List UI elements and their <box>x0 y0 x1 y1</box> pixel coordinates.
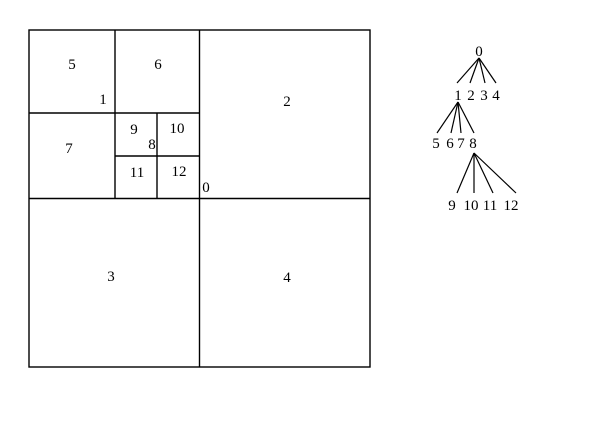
tree-node-4: 4 <box>492 88 500 104</box>
quadtree-label-4: 4 <box>283 270 291 286</box>
tree-edge-1-8 <box>457 101 475 134</box>
tree-edge-1-5 <box>436 101 459 134</box>
quadtree-label-5: 5 <box>68 57 76 73</box>
tree-node-11: 11 <box>483 198 497 214</box>
quadtree-label-6: 6 <box>154 57 162 73</box>
tree-edge-8-11 <box>473 152 494 194</box>
quadtree-label-12: 12 <box>172 164 187 180</box>
tree-edge-8-12 <box>473 152 517 194</box>
quadtree-label-1: 1 <box>99 92 107 108</box>
tree-node-2: 2 <box>467 88 475 104</box>
tree-node-7: 7 <box>457 136 465 152</box>
tree-node-9: 9 <box>448 198 456 214</box>
quadtree-label-9: 9 <box>130 122 138 138</box>
quadtree-label-10: 10 <box>170 121 185 137</box>
quadtree-label-2: 2 <box>283 94 291 110</box>
quadtree-label-8: 8 <box>148 137 156 153</box>
tree-edge-0-3 <box>478 57 486 84</box>
tree-node-5: 5 <box>432 136 440 152</box>
tree-node-1: 1 <box>454 88 462 104</box>
tree-node-0: 0 <box>475 44 483 60</box>
quadtree-label-7: 7 <box>65 141 73 157</box>
tree-edge-0-4 <box>478 57 497 84</box>
quadtree-label-3: 3 <box>107 269 115 285</box>
tree-edge-1-7 <box>457 101 462 134</box>
quadtree-label-11: 11 <box>130 165 144 181</box>
tree-node-12: 12 <box>504 198 519 214</box>
tree-edge-0-2 <box>469 57 480 84</box>
tree-node-3: 3 <box>480 88 488 104</box>
tree-edge-8-9 <box>456 152 475 194</box>
tree-node-10: 10 <box>464 198 479 214</box>
quadtree-label-0: 0 <box>202 180 210 196</box>
tree-edge-0-1 <box>456 57 480 84</box>
tree-node-8: 8 <box>469 136 477 152</box>
tree-node-6: 6 <box>446 136 454 152</box>
tree-edge-1-6 <box>450 101 459 134</box>
